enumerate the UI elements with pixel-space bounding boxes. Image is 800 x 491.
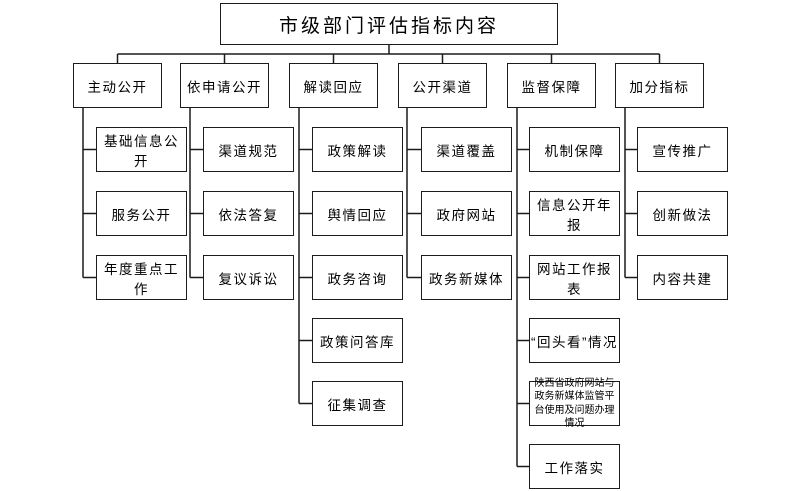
child-node-1-3: 年度重点工作 — [96, 255, 187, 300]
child-node-5-1: 机制保障 — [529, 127, 620, 172]
child-node-3-1: 政策解读 — [312, 127, 403, 172]
child-node-6-3: 内容共建 — [637, 255, 728, 300]
child-node-2-3: 复议诉讼 — [203, 255, 294, 300]
child-node-5-4: “回头看”情况 — [529, 318, 620, 363]
branch-node-4: 公开渠道 — [398, 63, 487, 108]
child-node-5-5: 陕西省政府网站与政务新媒体监管平台使用及问题办理情况 — [529, 378, 620, 429]
branch-node-6: 加分指标 — [615, 63, 704, 108]
child-node-3-5: 征集调查 — [312, 381, 403, 426]
child-node-3-3: 政务咨询 — [312, 255, 403, 300]
child-node-5-2: 信息公开年报 — [529, 191, 620, 236]
title-node: 市级部门评估指标内容 — [220, 3, 558, 45]
child-node-6-1: 宣传推广 — [637, 127, 728, 172]
child-node-5-6: 工作落实 — [529, 444, 620, 489]
child-node-4-2: 政府网站 — [421, 191, 512, 236]
child-node-3-2: 舆情回应 — [312, 191, 403, 236]
child-node-4-3: 政务新媒体 — [421, 255, 512, 300]
child-node-4-1: 渠道覆盖 — [421, 127, 512, 172]
child-node-2-2: 依法答复 — [203, 191, 294, 236]
child-node-3-4: 政策问答库 — [312, 318, 403, 363]
child-node-5-3: 网站工作报表 — [529, 255, 620, 300]
branch-node-5: 监督保障 — [507, 63, 596, 108]
branch-node-2: 依申请公开 — [180, 63, 269, 108]
child-node-2-1: 渠道规范 — [203, 127, 294, 172]
branch-node-1: 主动公开 — [73, 63, 162, 108]
child-node-1-2: 服务公开 — [96, 191, 187, 236]
child-node-1-1: 基础信息公开 — [96, 127, 187, 172]
child-node-6-2: 创新做法 — [637, 191, 728, 236]
branch-node-3: 解读回应 — [289, 63, 378, 108]
